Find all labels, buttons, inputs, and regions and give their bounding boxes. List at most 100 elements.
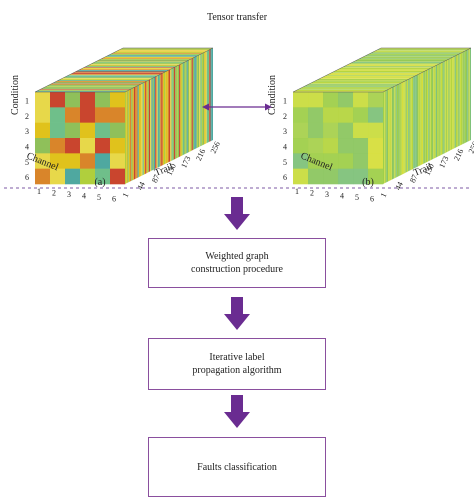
cube-top-stripe: [376, 49, 469, 51]
cube-side-stripe: [141, 83, 143, 176]
cube-side-stripe: [205, 51, 207, 144]
cube-top-stripe: [307, 83, 400, 85]
cube-side-stripe: [132, 87, 134, 181]
cube-top-stripe: [372, 51, 464, 53]
cube-top-stripe: [370, 52, 463, 54]
cube-top-stripe: [348, 63, 441, 65]
cube-top-stripe: [95, 61, 187, 62]
cube-side-stripe: [195, 56, 197, 149]
cube-top-stripe: [103, 56, 196, 58]
cube-top-stripe: [344, 65, 436, 67]
cube-front-cell: [323, 168, 339, 185]
cube-side-stripe: [172, 67, 175, 161]
cube-front-cell: [308, 107, 324, 123]
cube-front-cell: [80, 168, 96, 185]
channel-tick: 2: [310, 189, 314, 198]
cube-side-stripe: [403, 81, 405, 174]
condition-tick: 6: [283, 173, 287, 182]
trail-tick: 87: [408, 173, 420, 184]
cube-side-stripe: [210, 48, 212, 142]
cube-side-stripe: [186, 60, 188, 154]
flow-arrow-2: [224, 297, 250, 330]
cube-front-cell: [35, 107, 51, 123]
trail-tick: 1: [121, 191, 131, 198]
cube-side-stripe: [197, 54, 200, 148]
cube-b-side-face: [292, 47, 472, 184]
cube-side-stripe: [207, 49, 210, 143]
cube-side-stripe: [151, 78, 153, 171]
cube-side-stripe: [196, 55, 198, 149]
flow-arrow-3: [224, 395, 250, 428]
cube-front-cell: [308, 138, 324, 154]
cube-side-stripe: [408, 78, 410, 172]
cube-side-stripe: [176, 65, 178, 159]
cube-top-stripe: [345, 64, 438, 66]
cube-side-stripe: [131, 88, 133, 181]
cube-side-stripe: [409, 78, 411, 171]
cube-front-cell: [80, 92, 96, 108]
cube-top-stripe: [329, 72, 422, 74]
cube-top-stripe: [359, 58, 451, 59]
cube-side-stripe: [410, 77, 412, 171]
cube-side-stripe: [201, 53, 203, 146]
cube-front-cell: [353, 122, 369, 139]
cube-front-cell: [50, 107, 66, 123]
cube-top-stripe: [40, 88, 133, 90]
cube-front-cell: [293, 122, 309, 139]
cube-top-stripe: [45, 86, 137, 87]
cube-side-stripe: [181, 63, 183, 156]
cube-front-cell: [50, 168, 66, 185]
cube-top-stripe: [73, 72, 165, 73]
cube-side-stripe: [383, 91, 385, 184]
cube-side-stripe: [386, 89, 389, 183]
cube-side-stripe: [423, 71, 425, 164]
cube-front-cell: [368, 92, 384, 108]
cube-top-stripe: [58, 79, 150, 81]
cube-front-cell: [80, 153, 96, 169]
cube-side-stripe: [404, 80, 406, 174]
cube-side-stripe: [390, 87, 392, 181]
cube-top-stripe: [304, 85, 397, 87]
cube-top-stripe: [320, 77, 413, 79]
cube-front-cell: [65, 107, 81, 123]
cube-top-stripe: [378, 48, 470, 50]
cube-side-stripe: [187, 59, 190, 153]
cube-top-stripe: [317, 78, 410, 80]
cube-side-stripe: [125, 91, 127, 184]
flow-arrow-1: [224, 197, 250, 230]
channel-tick: 4: [82, 192, 86, 201]
cube-side-stripe: [148, 79, 151, 173]
cube-front-cell: [338, 107, 354, 123]
cube-front-cell: [368, 107, 384, 123]
cube-edge: [34, 47, 214, 93]
condition-tick: 4: [283, 143, 287, 152]
cube-side-stripe: [167, 70, 169, 163]
cube-top-stripe: [96, 60, 189, 62]
cube-top-stripe: [363, 56, 455, 57]
channel-tick: 5: [97, 193, 101, 202]
cube-front-cell: [338, 122, 354, 139]
cube-top-stripe: [115, 50, 208, 52]
cube-top-stripe: [89, 64, 181, 65]
cube-side-stripe: [455, 54, 458, 148]
condition-tick: 1: [25, 97, 29, 106]
cube-front-cell: [338, 92, 354, 108]
cube-side-stripe: [126, 90, 128, 184]
cube-top-stripe: [328, 73, 420, 75]
cube-front-cell: [368, 122, 384, 139]
cube-top-stripe: [360, 57, 452, 59]
channel-tick: 3: [67, 190, 71, 199]
cube-front-cell: [353, 138, 369, 154]
cube-top-stripe: [357, 59, 449, 60]
cube-side-stripe: [443, 61, 445, 154]
cube-top-stripe: [356, 59, 448, 61]
cube-side-stripe: [185, 61, 187, 154]
cube-front-cell: [308, 168, 324, 185]
trail-tick: 173: [179, 155, 192, 170]
cube-side-stripe: [180, 63, 182, 157]
cube-side-stripe: [428, 68, 430, 162]
cube-top-stripe: [51, 83, 143, 84]
condition-tick: 3: [283, 127, 287, 136]
cube-top-stripe: [332, 71, 425, 73]
